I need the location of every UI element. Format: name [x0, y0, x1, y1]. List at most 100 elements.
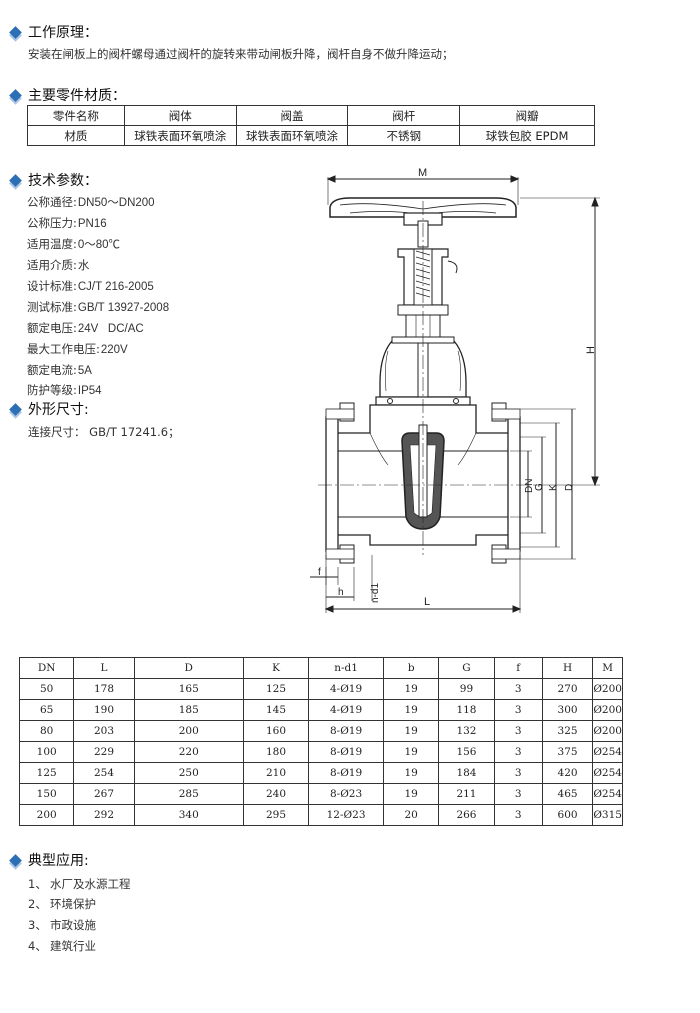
applications-title: 典型应用:	[28, 853, 89, 869]
spec-value: DN50～DN200	[77, 197, 155, 209]
table-cell: 340	[133, 804, 244, 826]
application-text: 水厂及水源工程	[50, 877, 131, 891]
materials-cell: 不锈钢	[347, 125, 461, 146]
spec-value: GB/T 13927-2008	[77, 302, 170, 314]
table-cell: Ø315	[592, 804, 623, 826]
column-header: H	[541, 657, 594, 679]
table-cell: 229	[73, 741, 135, 763]
table-cell: 160	[242, 720, 310, 742]
spec-item: 最大工作电压:220V	[27, 341, 128, 357]
application-number: 2、	[28, 897, 47, 911]
table-cell: Ø200	[592, 678, 623, 700]
spec-item: 公称压力:PN16	[27, 215, 107, 231]
table-cell: 295	[242, 804, 310, 826]
application-item: 3、市政设施	[28, 917, 96, 933]
table-cell: 375	[541, 741, 594, 763]
spec-label: 最大工作电压:	[27, 342, 100, 356]
table-cell: 178	[73, 678, 135, 700]
materials-header-row: 零件名称 阀体 阀盖 阀杆 阀瓣	[27, 105, 595, 126]
spec-label: 公称通径:	[27, 195, 77, 209]
table-cell: 200	[18, 804, 75, 826]
application-item: 1、水厂及水源工程	[28, 876, 131, 892]
dim-label-f: f	[318, 567, 321, 578]
table-cell: 80	[18, 720, 75, 742]
table-cell: 3	[493, 741, 543, 763]
diamond-bullet-icon	[9, 853, 22, 867]
spec-item: 适用温度:0～80℃	[27, 236, 120, 252]
table-cell: 4-Ø19	[308, 678, 385, 700]
table-cell: 99	[438, 678, 495, 700]
specs-title: 技术参数：	[28, 173, 98, 189]
principle-text: 安装在闸板上的阀杆螺母通过阀杆的旋转来带动闸板升降，阀杆自身不做升降运动；	[28, 47, 454, 61]
table-cell: 292	[73, 804, 135, 826]
table-cell: 220	[133, 741, 244, 763]
spec-value: PN16	[77, 218, 107, 230]
table-cell: 19	[383, 762, 440, 784]
table-cell: 8-Ø19	[308, 720, 385, 742]
spec-item: 额定电流:5A	[27, 362, 92, 378]
dim-label-nd1: n-d1	[370, 583, 381, 603]
table-cell: Ø200	[592, 720, 623, 742]
dimension-header-row: DN L D K n-d1 b G f H M	[18, 657, 623, 679]
spec-value: 220V	[100, 344, 128, 356]
column-header: n-d1	[308, 657, 385, 679]
table-cell: 20	[383, 804, 440, 826]
table-cell: 19	[383, 720, 440, 742]
table-cell: 165	[133, 678, 244, 700]
table-cell: 145	[242, 699, 310, 721]
table-cell: 100	[18, 741, 75, 763]
application-text: 市政设施	[50, 918, 96, 932]
table-cell: Ø254	[592, 783, 623, 805]
diamond-bullet-icon	[9, 25, 22, 39]
materials-cell: 球铁表面环氧喷涂	[235, 125, 349, 146]
spec-label: 适用温度:	[27, 237, 77, 251]
application-number: 1、	[28, 877, 47, 891]
spec-value: CJ/T 216-2005	[77, 281, 154, 293]
table-cell: 150	[18, 783, 75, 805]
principle-title: 工作原理：	[28, 25, 98, 41]
dim-label-g: G	[534, 483, 545, 491]
table-cell: 285	[133, 783, 244, 805]
dim-label-h-small: h	[338, 587, 344, 598]
materials-table: 零件名称 阀体 阀盖 阀杆 阀瓣 材质 球铁表面环氧喷涂 球铁表面环氧喷涂 不锈…	[27, 105, 595, 146]
table-cell: 465	[541, 783, 594, 805]
spec-item: 公称通径:DN50～DN200	[27, 194, 155, 210]
table-cell: 270	[541, 678, 594, 700]
diamond-bullet-icon	[9, 402, 22, 416]
materials-cell: 球铁表面环氧喷涂	[123, 125, 237, 146]
table-cell: 19	[383, 699, 440, 721]
spec-item: 防护等级:IP54	[27, 382, 102, 398]
diamond-bullet-icon	[9, 88, 22, 102]
table-cell: 4-Ø19	[308, 699, 385, 721]
table-cell: 325	[541, 720, 594, 742]
table-cell: 3	[493, 678, 543, 700]
dimensions-section-header: 外形尺寸:	[8, 400, 89, 418]
table-cell: 3	[493, 762, 543, 784]
table-cell: 65	[18, 699, 75, 721]
table-cell: 156	[438, 741, 495, 763]
table-cell: 267	[73, 783, 135, 805]
spec-item: 适用介质:水	[27, 257, 89, 273]
spec-item: 测试标准:GB/T 13927-2008	[27, 299, 169, 315]
table-cell: 8-Ø19	[308, 762, 385, 784]
application-text: 建筑行业	[50, 939, 96, 953]
dimensions-title: 外形尺寸:	[28, 402, 89, 418]
materials-title: 主要零件材质：	[28, 88, 126, 104]
column-header: b	[383, 657, 440, 679]
table-cell: 50	[18, 678, 75, 700]
table-cell: 240	[242, 783, 310, 805]
application-item: 4、建筑行业	[28, 938, 96, 954]
column-header: D	[133, 657, 244, 679]
spec-value: 0～80℃	[77, 239, 121, 251]
table-cell: Ø254	[592, 741, 623, 763]
spec-label: 适用介质:	[27, 258, 77, 272]
spec-value: 水	[77, 260, 90, 272]
applications-section-header: 典型应用:	[8, 851, 89, 869]
table-cell: 211	[438, 783, 495, 805]
specs-section-header: 技术参数：	[8, 171, 98, 189]
